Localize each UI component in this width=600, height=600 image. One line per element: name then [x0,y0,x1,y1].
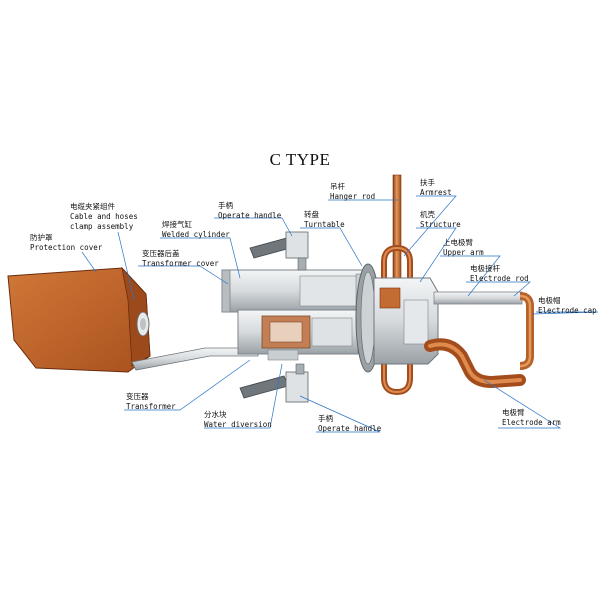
label-armrest-en: Armrest [420,188,452,197]
label-operate-handle-top: 手柄 Operate handle [218,201,281,221]
electrode-rod-shape [433,291,534,370]
leader-armrest [403,195,457,257]
label-electrode-arm-en: Electrode arm [502,418,561,427]
label-electrode-rod-zh: 电极接杆 [470,264,500,273]
leader-cable-clamp [117,231,135,301]
transformer-block [237,309,359,361]
label-operate-handle-bottom-zh: 手柄 [318,414,333,423]
label-operate-handle-top-zh: 手柄 [218,201,233,210]
label-operate-handle-top-en: Operate handle [218,211,282,220]
label-welded-cylinder-zh: 焊接气缸 [162,220,192,229]
leader-transformer [124,359,251,411]
label-structure: 机壳 Structure [420,210,461,230]
label-armrest: 扶手 Armrest [420,178,452,198]
label-upper-arm-zh: 上电极臂 [443,238,473,247]
leader-water-diversion [204,363,283,429]
leader-electrode-rod [466,281,531,297]
leader-turntable [300,227,363,267]
label-transformer-zh: 变压器 [126,392,149,401]
label-water-diversion-zh: 分水块 [204,410,227,419]
label-upper-arm: 上电极臂 Upper arm [443,238,484,258]
label-transformer-cover: 变压器后盖 Transformer cover [142,249,219,269]
label-turntable-en: Turntable [304,220,345,229]
protection-cover-shape [7,266,151,373]
label-electrode-rod-en: Electrode rod [470,274,529,283]
label-cable-clamp-en2: clamp assembly [70,222,134,231]
leader-electrode-cap [531,311,599,315]
label-welded-cylinder: 焊接气缸 Welded cylinder [162,220,230,240]
label-electrode-cap-zh: 电极帽 [538,296,561,305]
structure-housing [373,277,439,365]
label-hanger-rod-en: Hanger rod [330,192,376,201]
label-armrest-zh: 扶手 [420,178,435,187]
diagram-title: C TYPE [269,150,331,169]
cable-clamp-bar [131,347,259,371]
label-cable-clamp-en1: Cable and hoses [70,212,138,221]
label-transformer-cover-en: Transformer cover [142,259,219,268]
label-protection-cover: 防护罩 Protection cover [30,233,102,253]
label-electrode-cap: 电极帽 Electrode cap [538,296,597,316]
leader-structure [416,227,457,283]
label-electrode-arm-zh: 电极臂 [502,408,525,417]
leader-transformer-cover [138,265,229,285]
label-cable-clamp: 电缆夹紧组件 Cable and hoses clamp assembly [70,202,138,232]
hanger-rod-shape [381,174,413,396]
label-operate-handle-bottom-en: Operate handle [318,424,382,433]
cylinder-body [221,269,369,313]
leader-welded-cylinder [160,237,241,279]
label-turntable-zh: 转盘 [304,210,319,219]
label-water-diversion-en: Water diversion [204,420,272,429]
label-electrode-rod: 电极接杆 Electrode rod [470,264,529,284]
operate-handle-bottom-shape [239,363,309,403]
label-welded-cylinder-en: Welded cylinder [162,230,230,239]
label-structure-en: Structure [420,220,461,229]
leader-lines [81,195,599,433]
label-turntable: 转盘 Turntable [304,210,345,230]
label-upper-arm-en: Upper arm [443,248,484,257]
leader-operate-handle-top [214,217,293,237]
leader-upper-arm [440,255,501,297]
label-structure-zh: 机壳 [420,210,435,219]
leader-operate-handle-bottom [299,395,381,433]
label-hanger-rod-zh: 吊杆 [330,182,345,191]
label-water-diversion: 分水块 Water diversion [204,410,272,430]
label-protection-cover-zh: 防护罩 [30,233,53,242]
label-transformer-en: Transformer [126,402,176,411]
label-hanger-rod: 吊杆 Hanger rod [330,182,375,202]
electrode-arm-shape [424,338,526,389]
label-protection-cover-en: Protection cover [30,243,103,252]
leader-protection-cover [81,251,97,273]
label-cable-clamp-zh: 电缆夹紧组件 [70,202,115,211]
leader-electrode-arm [483,379,562,429]
label-electrode-arm: 电极臂 Electrode arm [502,408,561,428]
label-operate-handle-bottom: 手柄 Operate handle [318,414,381,434]
operate-handle-top-shape [249,231,309,271]
label-electrode-cap-en: Electrode cap [538,306,597,315]
label-transformer-cover-zh: 变压器后盖 [142,249,180,258]
label-transformer: 变压器 Transformer [126,392,176,412]
